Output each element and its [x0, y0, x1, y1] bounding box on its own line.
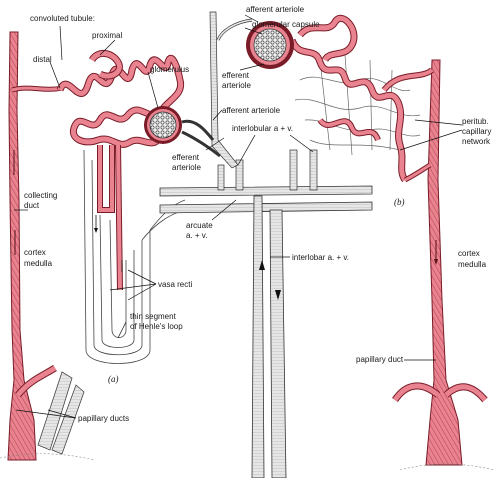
label-medulla-left: medulla	[24, 259, 53, 268]
nephron-a	[56, 50, 186, 364]
label-peritub-2: capillary	[462, 127, 491, 136]
label-vasa-recti: vasa recti	[158, 280, 192, 289]
label-efferent-b-2: arteriole	[222, 81, 251, 90]
label-collecting-2: duct	[24, 201, 40, 210]
central-vessels	[159, 11, 373, 478]
label-panel-a: (a)	[108, 374, 119, 384]
label-cortex-right: cortex	[458, 249, 480, 258]
label-papillary-ducts: papillary ducts	[78, 414, 129, 423]
label-convoluted-tubule: convoluted tubule:	[30, 14, 95, 23]
label-afferent-mid: afferent arteriole	[222, 106, 281, 115]
label-proximal: proximal	[92, 31, 122, 40]
label-panel-b: (b)	[394, 197, 405, 207]
papillary-ducts-grey	[0, 371, 96, 461]
label-arcuate-2: a. + v.	[186, 231, 207, 240]
label-cortex-left: cortex	[24, 248, 46, 257]
label-peritub-1: peritub.	[462, 117, 489, 126]
label-glomerular-capsule: glomerular capsule	[252, 20, 320, 29]
label-peritub-3: network	[462, 137, 491, 146]
label-afferent-top: afferent arteriole	[246, 5, 305, 14]
label-interlobular: interlobular a + v.	[232, 124, 293, 133]
labels: convoluted tubule: proximal distal glome…	[24, 5, 491, 423]
convoluted-tubule-a	[56, 50, 185, 148]
label-distal: distal	[33, 55, 52, 64]
label-arcuate-1: arcuate	[186, 221, 213, 230]
label-thin-segment-2: of Henle's loop	[130, 322, 183, 331]
right-collecting-duct	[381, 59, 495, 471]
label-glomerulus: glomerulus	[150, 65, 189, 74]
left-collecting-duct	[7, 31, 63, 461]
label-collecting-1: collecting	[24, 191, 57, 200]
label-papillary-duct: papillary duct	[356, 355, 404, 364]
label-medulla-right: medulla	[458, 260, 487, 269]
label-efferent-b-1: efferent	[222, 71, 250, 80]
convoluted-tubule-b	[288, 14, 409, 183]
label-thin-segment-1: thin segment	[130, 312, 177, 321]
label-interlobar: interlobar a. + v.	[292, 253, 349, 262]
label-efferent-a-1: efferent	[172, 153, 200, 162]
nephron-b	[246, 14, 421, 183]
leader-lines	[14, 14, 463, 419]
label-efferent-a-2: arteriole	[172, 163, 201, 172]
